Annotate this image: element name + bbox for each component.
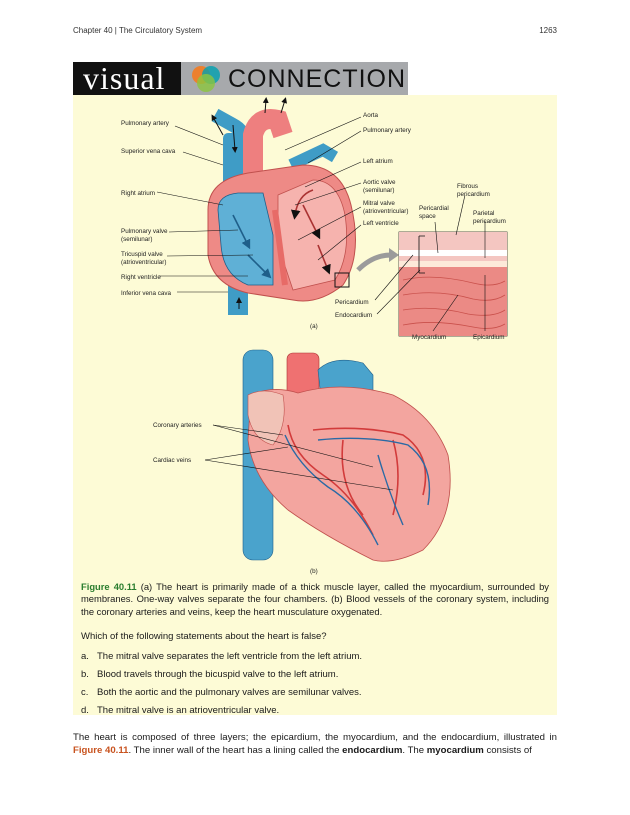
label-parietal-pericardium: pericardium <box>473 218 506 225</box>
label-pulmonary-valve-type: (semilunar) <box>121 236 153 243</box>
label-mitral-valve: Mitral valve <box>363 200 395 207</box>
term-myocardium: myocardium <box>427 745 484 756</box>
banner-visual-text: visual <box>83 62 165 95</box>
option-c: c.Both the aortic and the pulmonary valv… <box>81 684 549 702</box>
caption-text: (a) The heart is primarily made of a thi… <box>81 581 549 617</box>
label-pulmonary-artery-left: Pulmonary artery <box>121 120 170 127</box>
option-a: a.The mitral valve separates the left ve… <box>81 648 549 666</box>
label-pulmonary-valve: Pulmonary valve <box>121 228 168 235</box>
label-right-atrium: Right atrium <box>121 190 155 197</box>
label-superior-vena-cava: Superior vena cava <box>121 148 176 155</box>
venn-logo-icon <box>188 63 224 95</box>
label-coronary-arteries: Coronary arteries <box>153 422 202 429</box>
visual-connection-box: Pulmonary artery Superior vena cava Righ… <box>73 95 557 715</box>
answer-options: a.The mitral valve separates the left ve… <box>81 648 549 720</box>
label-right-ventricle: Right ventricle <box>121 274 161 281</box>
label-left-atrium: Left atrium <box>363 158 393 165</box>
label-tricuspid-valve-type: (atrioventricular) <box>121 259 167 266</box>
body-paragraph: The heart is composed of three layers; t… <box>73 731 557 757</box>
heart-exterior <box>243 350 450 561</box>
chapter-title: Chapter 40 | The Circulatory System <box>73 26 202 35</box>
option-d: d.The mitral valve is an atrioventricula… <box>81 702 549 720</box>
label-parietal: Parietal <box>473 210 494 217</box>
label-pericardial: Pericardial <box>419 205 449 212</box>
heart-cross-section <box>208 100 356 315</box>
label-cardiac-veins: Cardiac veins <box>153 457 191 464</box>
label-aortic-valve: Aortic valve <box>363 179 396 186</box>
label-fibrous: Fibrous <box>457 183 478 190</box>
pericardium-inset <box>399 232 507 336</box>
label-endocardium: Endocardium <box>335 312 372 319</box>
label-inferior-vena-cava: Inferior vena cava <box>121 290 172 297</box>
label-pericardium: Pericardium <box>335 299 369 306</box>
panel-label-a: (a) <box>310 323 318 330</box>
figure-caption: Figure 40.11 (a) The heart is primarily … <box>81 581 549 618</box>
label-left-ventricle: Left ventricle <box>363 220 399 227</box>
page-header: Chapter 40 | The Circulatory System 1263 <box>73 26 557 35</box>
panel-label-b: (b) <box>310 568 318 575</box>
label-mitral-valve-type: (atrioventricular) <box>363 208 409 215</box>
banner-connection-text: CONNECTION <box>228 63 406 96</box>
label-epicardium: Epicardium <box>473 334 505 341</box>
term-endocardium: endocardium <box>342 745 402 756</box>
question-prompt: Which of the following statements about … <box>81 631 549 642</box>
label-aortic-valve-type: (semilunar) <box>363 187 395 194</box>
label-tricuspid-valve: Tricuspid valve <box>121 251 163 258</box>
page-number: 1263 <box>539 26 557 35</box>
label-pericardial-space: space <box>419 213 436 220</box>
visual-connection-banner: visual CONNECTION <box>73 62 408 95</box>
figure-number: Figure 40.11 <box>81 581 137 592</box>
label-myocardium: Myocardium <box>412 334 446 341</box>
label-pulmonary-artery-right: Pulmonary artery <box>363 127 412 134</box>
label-aorta: Aorta <box>363 112 379 119</box>
label-fibrous-pericardium: pericardium <box>457 191 490 198</box>
figure-link[interactable]: Figure 40.11 <box>73 745 128 756</box>
heart-figure: Pulmonary artery Superior vena cava Righ… <box>73 95 557 575</box>
option-b: b.Blood travels through the bicuspid val… <box>81 666 549 684</box>
